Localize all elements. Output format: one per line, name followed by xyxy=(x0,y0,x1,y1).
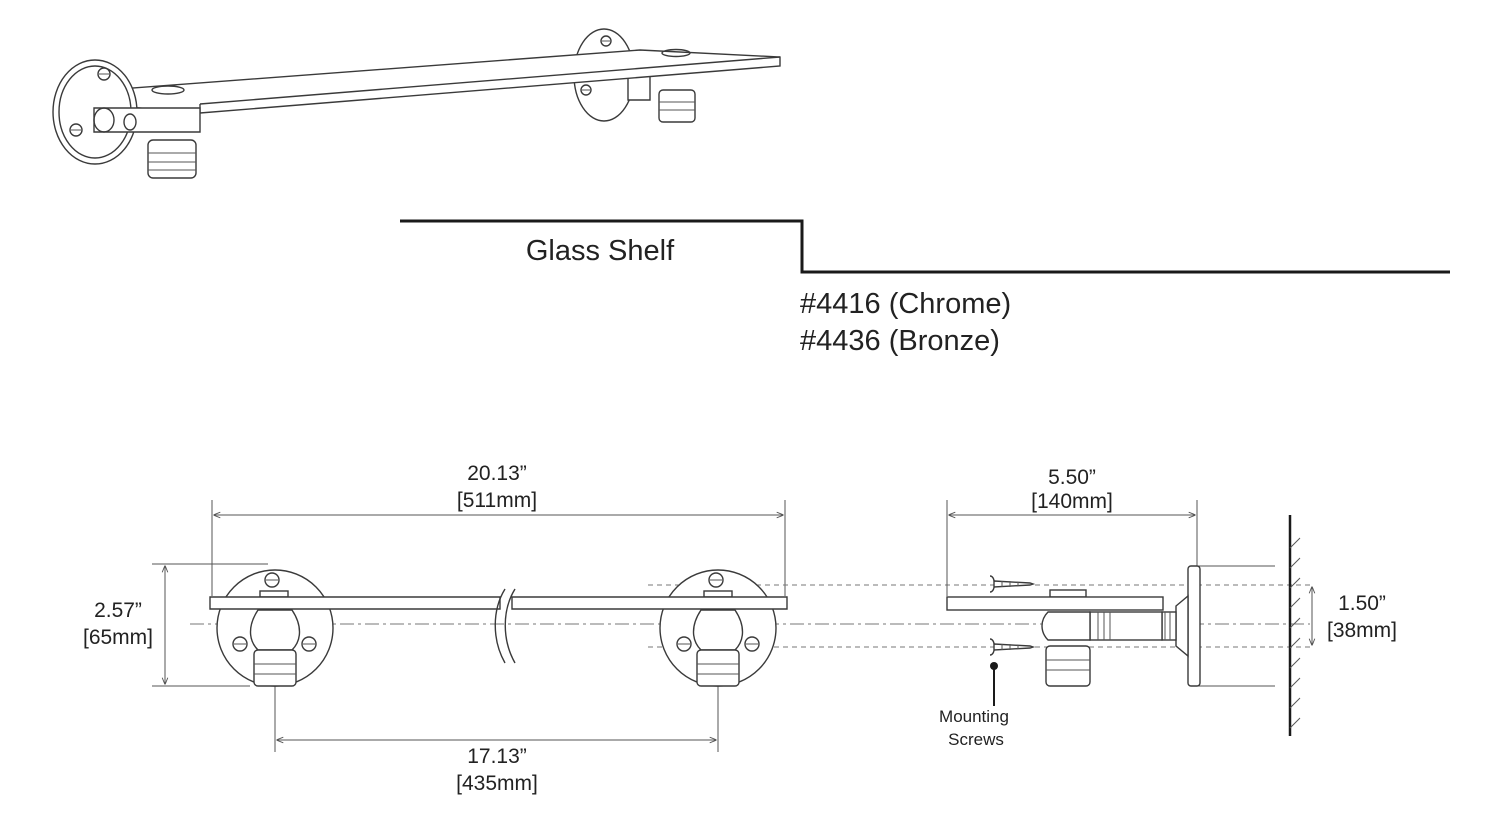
model-chrome: #4416 (Chrome) xyxy=(800,288,1011,320)
dim-screw-spacing: 1.50” [38mm] xyxy=(1312,587,1397,645)
model-bronze: #4436 (Bronze) xyxy=(800,325,1000,357)
dim-mount-spacing-mm: [435mm] xyxy=(456,772,538,795)
front-view: 20.13” [511mm] 17.13” [435mm] 2.57” [65m… xyxy=(83,462,1310,795)
dim-overall-width-mm: [511mm] xyxy=(457,489,537,512)
dim-depth-in: 5.50” xyxy=(1048,466,1096,489)
front-bracket xyxy=(52,59,201,179)
dim-height-in: 2.57” xyxy=(94,599,142,622)
shelf-front xyxy=(209,588,788,664)
mounting-screws-callout: Mounting Screws xyxy=(939,662,1009,749)
bracket-side xyxy=(1041,565,1201,687)
wall xyxy=(1288,515,1301,736)
dim-mount-spacing: 17.13” [435mm] xyxy=(277,740,716,795)
dim-height: 2.57” [65mm] xyxy=(83,566,165,684)
right-bracket xyxy=(659,569,777,687)
dim-depth-mm: [140mm] xyxy=(1031,490,1113,513)
perspective-view xyxy=(52,28,781,179)
side-view: Mounting Screws 5.50” [140mm] 1.50” [38m… xyxy=(939,466,1397,749)
product-name: Glass Shelf xyxy=(526,235,675,267)
callout-mounting: Mounting xyxy=(939,707,1009,726)
dim-screw-spacing-in: 1.50” xyxy=(1338,592,1386,615)
callout-screws: Screws xyxy=(948,730,1004,749)
dim-height-mm: [65mm] xyxy=(83,626,153,649)
dim-overall-width-in: 20.13” xyxy=(467,462,527,485)
dim-mount-spacing-in: 17.13” xyxy=(467,745,527,768)
dim-screw-spacing-mm: [38mm] xyxy=(1327,619,1397,642)
shelf-side xyxy=(946,596,1164,611)
left-bracket xyxy=(216,569,334,687)
dim-depth: 5.50” [140mm] xyxy=(949,466,1195,515)
title-block: Glass Shelf #4416 (Chrome) #4436 (Bronze… xyxy=(400,219,1450,357)
mounting-screw-bottom xyxy=(989,638,1036,656)
mounting-screw-top xyxy=(989,575,1036,593)
dim-overall-width: 20.13” [511mm] xyxy=(214,462,783,515)
glass-shelf-slab xyxy=(65,48,781,114)
